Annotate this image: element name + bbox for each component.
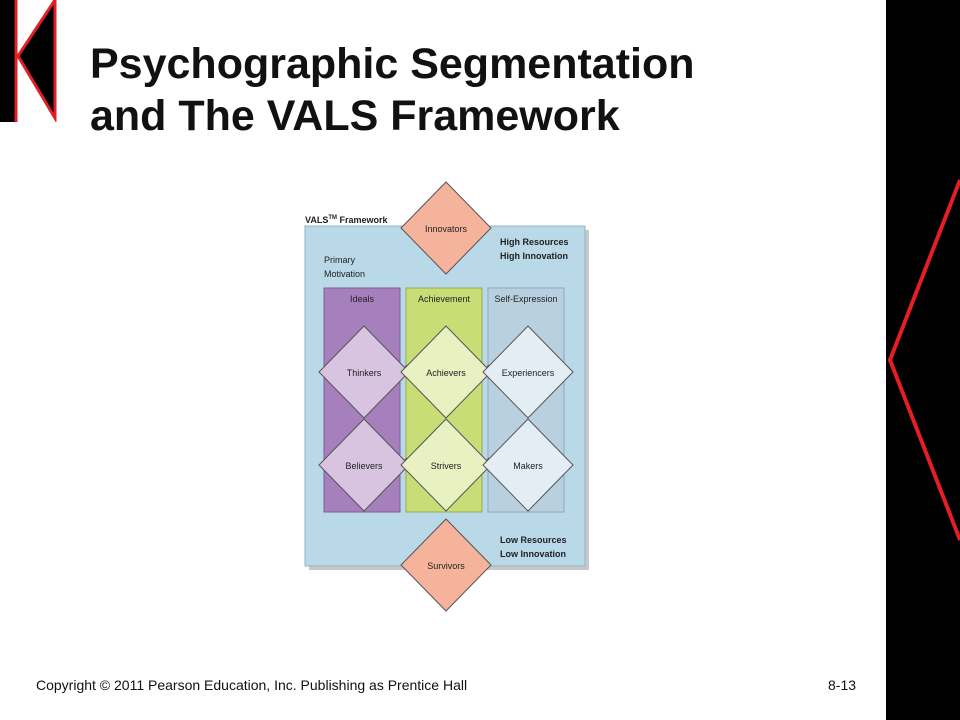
column-label-self-expression: Self-Expression [494,294,557,304]
segment-achievers: Achievers [426,368,466,378]
vals-framework-diagram: VALSTM Framework Primary Motivation High… [304,181,589,612]
diamond-achievers [400,325,492,419]
segment-thinkers: Thinkers [347,368,382,378]
left-bar [0,0,16,122]
slide-title: Psychographic Segmentation and The VALS … [90,38,870,142]
diamond-strivers [400,418,492,512]
left-arrow-shape [16,0,57,122]
motivation-label-line1: Primary [324,255,355,265]
low-innovation-label: Low Innovation [500,549,566,559]
diamond-survivors [400,518,492,612]
high-innovation-label: High Innovation [500,251,568,261]
diamond-experiencers [482,325,574,419]
footer-copyright: Copyright © 2011 Pearson Education, Inc.… [36,677,468,693]
page-number: 8-13 [828,677,857,693]
segment-believers: Believers [345,461,383,471]
framework-heading: VALSTM Framework [305,215,389,225]
high-resources-label: High Resources [500,237,569,247]
segment-strivers: Strivers [431,461,462,471]
segment-makers: Makers [513,461,543,471]
segment-survivors: Survivors [427,561,465,571]
low-resources-label: Low Resources [500,535,567,545]
diamond-innovators [400,181,492,275]
motivation-label-line2: Motivation [324,269,365,279]
slide-title-line2: and The VALS Framework [90,92,620,140]
left-decoration [0,0,57,122]
segment-innovators: Innovators [425,224,468,234]
diamond-thinkers [318,325,410,419]
right-decoration [886,0,960,720]
column-label-achievement: Achievement [418,294,471,304]
diamond-believers [318,418,410,512]
slide-title-line1: Psychographic Segmentation [90,40,695,88]
diamond-makers [482,418,574,512]
right-bar [886,0,960,720]
right-arrow-edge [887,179,960,541]
column-label-ideals: Ideals [350,294,375,304]
segment-experiencers: Experiencers [502,368,555,378]
